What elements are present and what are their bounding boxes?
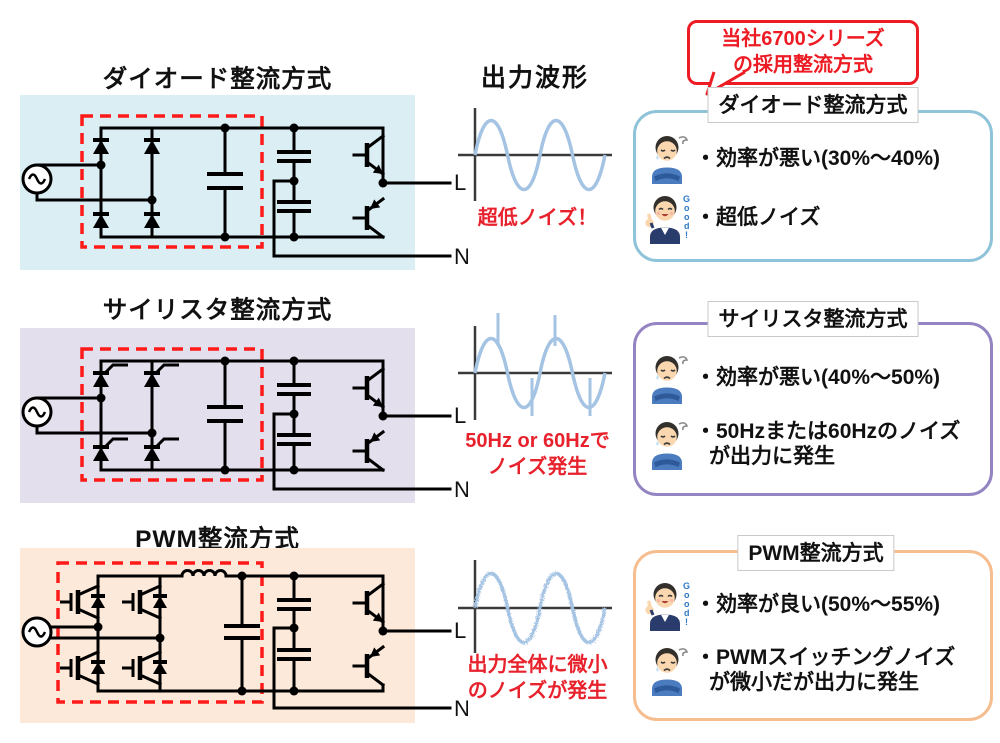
- waveform-caption-pwm: 出力全体に微小 のノイズが発生: [467, 654, 608, 702]
- bullet-text: ・50Hzまたは60Hzのノイズ が出力に発生: [695, 419, 961, 469]
- waveform-clean-sine: [458, 108, 612, 201]
- circuit-panel-bg: [20, 328, 415, 503]
- circuit-title-diode: ダイオード整流方式: [102, 66, 333, 93]
- info-box-diode: ・効率が悪い(30%～40%) ・超低ノイズ: [633, 110, 993, 262]
- info-box-title-thyristor: サイリスタ整流方式: [707, 301, 919, 337]
- bullet-row: ・効率が良い(50%～55%): [644, 579, 986, 631]
- bullet-row: ・超低ノイズ: [644, 192, 986, 244]
- ac-source-icon: [21, 616, 53, 648]
- terminal-l-label: L: [454, 403, 466, 428]
- circuit-title-thyristor: サイリスタ整流方式: [102, 297, 333, 324]
- circuit-panel-bg: [20, 548, 415, 723]
- capacitor-plates: [207, 150, 311, 213]
- waveform-column-header: 出力波形: [480, 64, 589, 92]
- red-dashed-highlight: [80, 114, 264, 249]
- bullet-text: ・PWMスイッチングノイズ が微小だが出力に発生: [695, 645, 956, 695]
- info-box-pwm: ・効率が良い(50%～55%) ・PWMスイッチングノイズ が微小だが出力に発生: [633, 550, 993, 721]
- worried-person-icon: [651, 647, 688, 697]
- terminal-n-label: N: [454, 477, 468, 502]
- bullet-row: ・効率が悪い(30%～40%): [644, 132, 986, 185]
- info-box-title-diode: ダイオード整流方式: [707, 87, 919, 123]
- thyristor-bridge: [93, 356, 388, 475]
- red-dashed-highlight: [56, 561, 264, 704]
- info-box-title-pwm: PWM整流方式: [737, 535, 895, 571]
- noise-spikes: [496, 313, 592, 416]
- waveform-caption-thyristor: 50Hz or 60Hzで ノイズ発生: [465, 430, 610, 478]
- sine-curve-noisy: [473, 572, 607, 644]
- red-dashed-highlight: [80, 347, 264, 482]
- sine-curve: [473, 119, 607, 191]
- waveform-sine-with-spikes: [458, 313, 612, 420]
- waveform-noisy-sine: [458, 560, 612, 653]
- circuit-diagram-diode: L N: [20, 95, 468, 270]
- circuit-panel-bg: [20, 95, 415, 270]
- thyristor-gates: [103, 363, 179, 449]
- inductor: [180, 569, 228, 578]
- thumbsup-person-icon: [644, 192, 692, 244]
- sine-curve: [473, 337, 607, 409]
- bullet-text: ・超低ノイズ: [695, 205, 821, 229]
- circuit-wires: [35, 359, 452, 491]
- waveform-axes: [458, 560, 612, 653]
- circuit-wires: [35, 126, 452, 258]
- bullet-row: ・PWMスイッチングノイズ が微小だが出力に発生: [644, 644, 986, 697]
- circuit-diagram-pwm: L N: [20, 548, 468, 723]
- terminal-n-label: N: [454, 696, 468, 721]
- circuit-diagram-thyristor: L N: [20, 328, 468, 503]
- igbt-bridge: [60, 571, 388, 696]
- worried-person-icon: [651, 421, 688, 471]
- info-box-thyristor: ・効率が悪い(40%～50%) ・50Hzまたは60Hzのノイズ が出力に発生: [633, 322, 993, 496]
- ac-source-icon: [21, 396, 53, 428]
- capacitor-plates: [207, 383, 311, 446]
- bullet-row: ・50Hzまたは60Hzのノイズ が出力に発生: [644, 418, 986, 471]
- bullet-text: ・効率が悪い(30%～40%): [695, 146, 941, 170]
- terminal-l-label: L: [454, 170, 466, 195]
- worried-person-icon: [651, 135, 688, 185]
- bullet-text: ・効率が良い(50%～55%): [695, 592, 941, 616]
- bullet-row: ・効率が悪い(40%～50%): [644, 352, 986, 404]
- thumbsup-person-icon: [644, 579, 692, 631]
- terminal-n-label: N: [454, 244, 468, 269]
- waveform-axes: [458, 108, 612, 201]
- diode-bridge: [93, 123, 388, 242]
- waveform-caption-diode: 超低ノイズ！: [477, 207, 598, 229]
- ac-source-icon: [21, 163, 53, 195]
- bullet-text: ・効率が悪い(40%～50%): [695, 365, 941, 389]
- worried-person-icon: [651, 354, 688, 404]
- capacitor-plates: [224, 598, 311, 661]
- terminal-l-label: L: [454, 618, 466, 643]
